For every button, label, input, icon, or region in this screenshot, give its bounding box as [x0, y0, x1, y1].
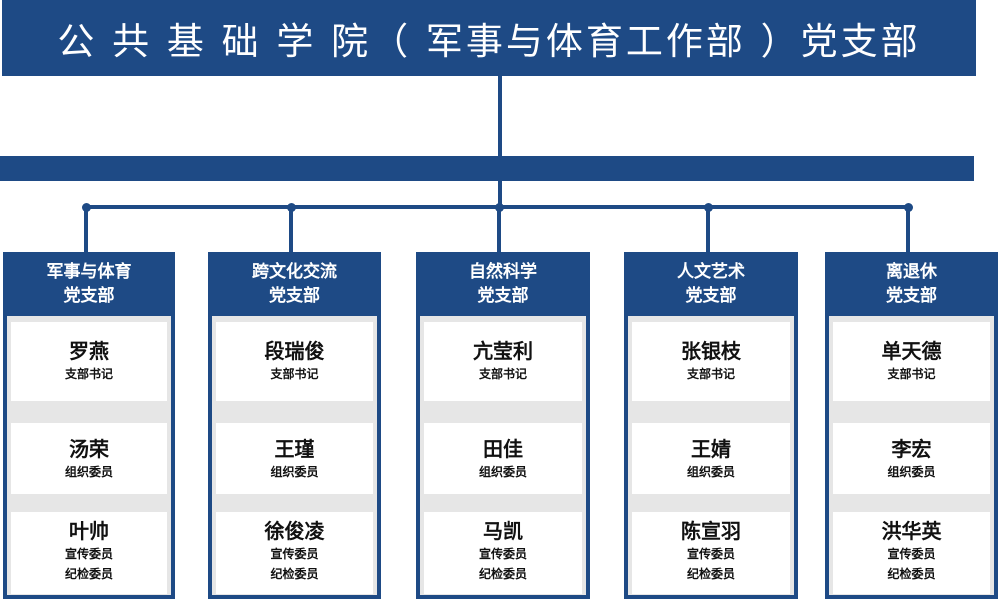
member-slot-secretary: 亢莹利 支部书记 [424, 322, 582, 401]
band-connector [498, 181, 502, 209]
member-role: 组织委员 [887, 465, 936, 479]
member-role: 组织委员 [478, 465, 527, 479]
branch-drop-5 [906, 207, 910, 253]
member-slot-publicity: 洪华英 宣传委员 纪检委员 [833, 512, 990, 594]
member-name: 亢莹利 [473, 339, 533, 363]
member-role: 宣传委员 [887, 547, 936, 561]
branch-header: 跨文化交流 党支部 [208, 252, 381, 316]
member-name: 王瑾 [274, 437, 315, 461]
branch-header: 离退休 党支部 [825, 252, 998, 316]
member-slot-secretary: 单天德 支部书记 [833, 322, 990, 401]
member-slot-publicity: 叶帅 宣传委员 纪检委员 [11, 512, 167, 594]
branch-name-line1: 自然科学 [469, 262, 537, 282]
member-name: 李宏 [891, 437, 932, 461]
member-name: 叶帅 [69, 519, 109, 543]
title-connector [498, 76, 502, 156]
member-slot-organization: 李宏 组织委员 [833, 423, 990, 494]
branch-drop-4 [706, 207, 710, 253]
member-name: 陈宣羽 [681, 519, 741, 543]
member-name: 汤荣 [69, 437, 109, 461]
branch-name-line2: 党支部 [269, 286, 320, 306]
branch-name-line2: 党支部 [685, 286, 737, 306]
member-role: 纪检委员 [887, 567, 936, 581]
branch-member-panel: 段瑞俊 支部书记 王瑾 组织委员 徐俊凌 宣传委员 纪检委员 [212, 316, 377, 595]
branch-drop-3 [497, 207, 501, 253]
member-name: 马凯 [483, 519, 523, 543]
member-role: 宣传委员 [270, 547, 319, 561]
branch-drop-2 [289, 207, 293, 253]
branch-member-panel: 单天德 支部书记 李宏 组织委员 洪华英 宣传委员 纪检委员 [829, 316, 994, 595]
branch-header: 人文艺术 党支部 [624, 252, 798, 316]
page-title: 公 共 基 础 学 院（ 军事与体育工作部 ）党支部 [2, 0, 976, 76]
member-role: 组织委员 [686, 465, 735, 479]
member-slot-publicity: 马凯 宣传委员 纪检委员 [424, 512, 582, 594]
member-slot-organization: 田佳 组织委员 [424, 423, 582, 494]
member-slot-organization: 王瑾 组织委员 [216, 423, 373, 494]
branch-name-line1: 跨文化交流 [252, 262, 337, 282]
branch-name-line1: 离退休 [886, 262, 937, 282]
branch-name-line1: 军事与体育 [46, 262, 132, 282]
member-slot-secretary: 张银枝 支部书记 [632, 322, 790, 401]
member-role: 支部书记 [64, 367, 113, 381]
member-name: 王婧 [691, 437, 731, 461]
branch-name-line2: 党支部 [477, 286, 529, 306]
member-slot-organization: 王婧 组织委员 [632, 423, 790, 494]
member-slot-secretary: 段瑞俊 支部书记 [216, 322, 373, 401]
member-slot-publicity: 徐俊凌 宣传委员 纪检委员 [216, 512, 373, 594]
branch-drop-1 [84, 207, 88, 253]
branch-header: 军事与体育 党支部 [3, 252, 175, 316]
member-role: 组织委员 [64, 465, 113, 479]
member-slot-secretary: 罗燕 支部书记 [11, 322, 167, 401]
branch-header: 自然科学 党支部 [416, 252, 590, 316]
member-role: 支部书记 [686, 367, 735, 381]
branch-card: 军事与体育 党支部 罗燕 支部书记 汤荣 组织委员 叶帅 宣传委员 纪检委员 [3, 252, 175, 599]
header-band [0, 156, 974, 181]
branch-member-panel: 亢莹利 支部书记 田佳 组织委员 马凯 宣传委员 纪检委员 [420, 316, 586, 595]
member-role: 纪检委员 [64, 567, 113, 581]
branch-name-line2: 党支部 [63, 286, 115, 306]
member-role: 宣传委员 [478, 547, 527, 561]
member-role: 组织委员 [270, 465, 319, 479]
member-role: 支部书记 [887, 367, 936, 381]
member-name: 罗燕 [69, 339, 109, 363]
member-slot-organization: 汤荣 组织委员 [11, 423, 167, 494]
member-role: 纪检委员 [686, 567, 735, 581]
member-name: 段瑞俊 [264, 339, 325, 363]
member-name: 单天德 [881, 339, 942, 363]
member-name: 张银枝 [681, 339, 741, 363]
branch-card: 离退休 党支部 单天德 支部书记 李宏 组织委员 洪华英 宣传委员 纪检委员 [825, 252, 998, 599]
member-role: 宣传委员 [686, 547, 735, 561]
member-name: 徐俊凌 [264, 519, 325, 543]
branch-name-line1: 人文艺术 [677, 262, 745, 282]
branch-name-line2: 党支部 [886, 286, 937, 306]
branch-member-panel: 张银枝 支部书记 王婧 组织委员 陈宣羽 宣传委员 纪检委员 [628, 316, 794, 595]
member-name: 洪华英 [881, 519, 942, 543]
member-role: 纪检委员 [270, 567, 319, 581]
member-role: 纪检委员 [478, 567, 527, 581]
member-role: 宣传委员 [64, 547, 113, 561]
branch-card: 跨文化交流 党支部 段瑞俊 支部书记 王瑾 组织委员 徐俊凌 宣传委员 纪检委员 [208, 252, 381, 599]
member-slot-publicity: 陈宣羽 宣传委员 纪检委员 [632, 512, 790, 594]
member-role: 支部书记 [270, 367, 319, 381]
branch-card: 自然科学 党支部 亢莹利 支部书记 田佳 组织委员 马凯 宣传委员 纪检委员 [416, 252, 590, 599]
member-name: 田佳 [483, 437, 523, 461]
branch-card: 人文艺术 党支部 张银枝 支部书记 王婧 组织委员 陈宣羽 宣传委员 纪检委员 [624, 252, 798, 599]
branch-member-panel: 罗燕 支部书记 汤荣 组织委员 叶帅 宣传委员 纪检委员 [7, 316, 171, 595]
member-role: 支部书记 [478, 367, 527, 381]
